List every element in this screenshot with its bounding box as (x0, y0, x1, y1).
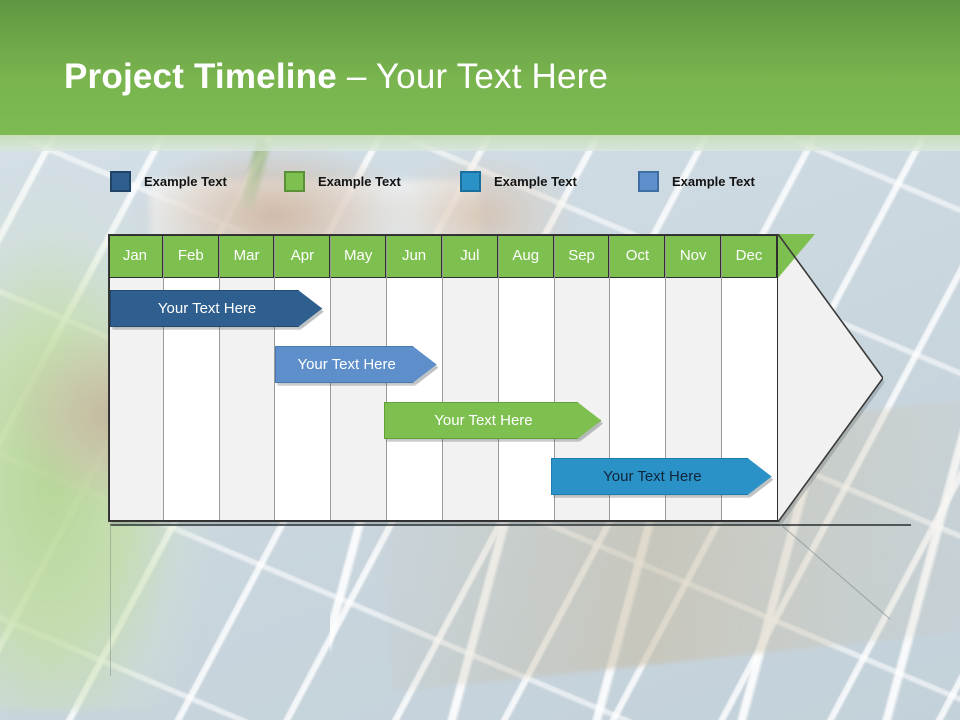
month-column-jul: Jul (442, 234, 499, 522)
month-header-feb: Feb (163, 234, 219, 278)
task-bar-3[interactable]: Your Text Here (384, 402, 602, 439)
task-bar-label: Your Text Here (157, 300, 257, 317)
legend-item-3[interactable]: Example Text (460, 170, 577, 192)
month-column-aug: Aug (498, 234, 555, 522)
legend-label-4: Example Text (672, 173, 755, 189)
legend-swatch-icon-3 (460, 170, 481, 192)
task-bar-1[interactable]: Your Text Here (110, 290, 322, 327)
task-bar-2[interactable]: Your Text Here (275, 346, 437, 383)
page-title-bold: Project Timeline (64, 57, 337, 96)
month-header-may: May (331, 234, 387, 278)
task-bar-label: Your Text Here (297, 356, 396, 373)
month-header-aug: Aug (498, 234, 554, 278)
legend: Example Text Example Text Example Text E… (110, 170, 810, 194)
grid-bottom-border (108, 520, 778, 522)
grid-top-border (108, 234, 778, 236)
header-band (0, 0, 960, 135)
header-accent-strip (0, 135, 960, 151)
legend-swatch-icon-1 (110, 170, 131, 192)
legend-label-3: Example Text (494, 173, 577, 189)
legend-swatch-icon-4 (638, 170, 659, 192)
task-bar-shape (275, 346, 437, 383)
month-header-jun: Jun (387, 234, 442, 278)
bottom-ghost-diagonal (780, 524, 891, 620)
legend-swatch-icon-2 (284, 170, 305, 192)
month-header-mar: Mar (219, 234, 275, 278)
page-title: Project Timeline – Your Text Here (64, 57, 608, 97)
month-header-jul: Jul (442, 234, 498, 278)
month-column-body (387, 278, 442, 522)
month-header-nov: Nov (666, 234, 722, 278)
month-header-jan: Jan (108, 234, 163, 278)
month-header-dec: Dec (722, 234, 777, 278)
legend-item-1[interactable]: Example Text (110, 170, 227, 192)
bottom-ghost-outline (110, 524, 911, 676)
legend-item-2[interactable]: Example Text (284, 170, 401, 192)
month-column-jan: Jan (108, 234, 164, 522)
month-column-body (331, 278, 387, 522)
page-title-regular: – Your Text Here (336, 57, 609, 96)
month-column-body (442, 278, 498, 522)
month-header-oct: Oct (610, 234, 666, 278)
month-column-mar: Mar (219, 234, 276, 522)
grid-left-border (108, 234, 110, 522)
task-bar-shape (551, 458, 772, 495)
month-header-sep: Sep (554, 234, 610, 278)
legend-label-1: Example Text (144, 173, 227, 189)
task-bar-label: Your Text Here (434, 412, 533, 429)
month-column-feb: Feb (163, 234, 220, 522)
task-bar-4[interactable]: Your Text Here (551, 458, 772, 495)
month-column-body (498, 278, 554, 522)
month-header-apr: Apr (275, 234, 331, 278)
legend-item-4[interactable]: Example Text (638, 170, 755, 192)
task-bar-shape (384, 402, 602, 439)
task-bar-label: Your Text Here (603, 468, 702, 485)
task-bar-shape (110, 290, 322, 327)
legend-label-2: Example Text (318, 173, 401, 189)
